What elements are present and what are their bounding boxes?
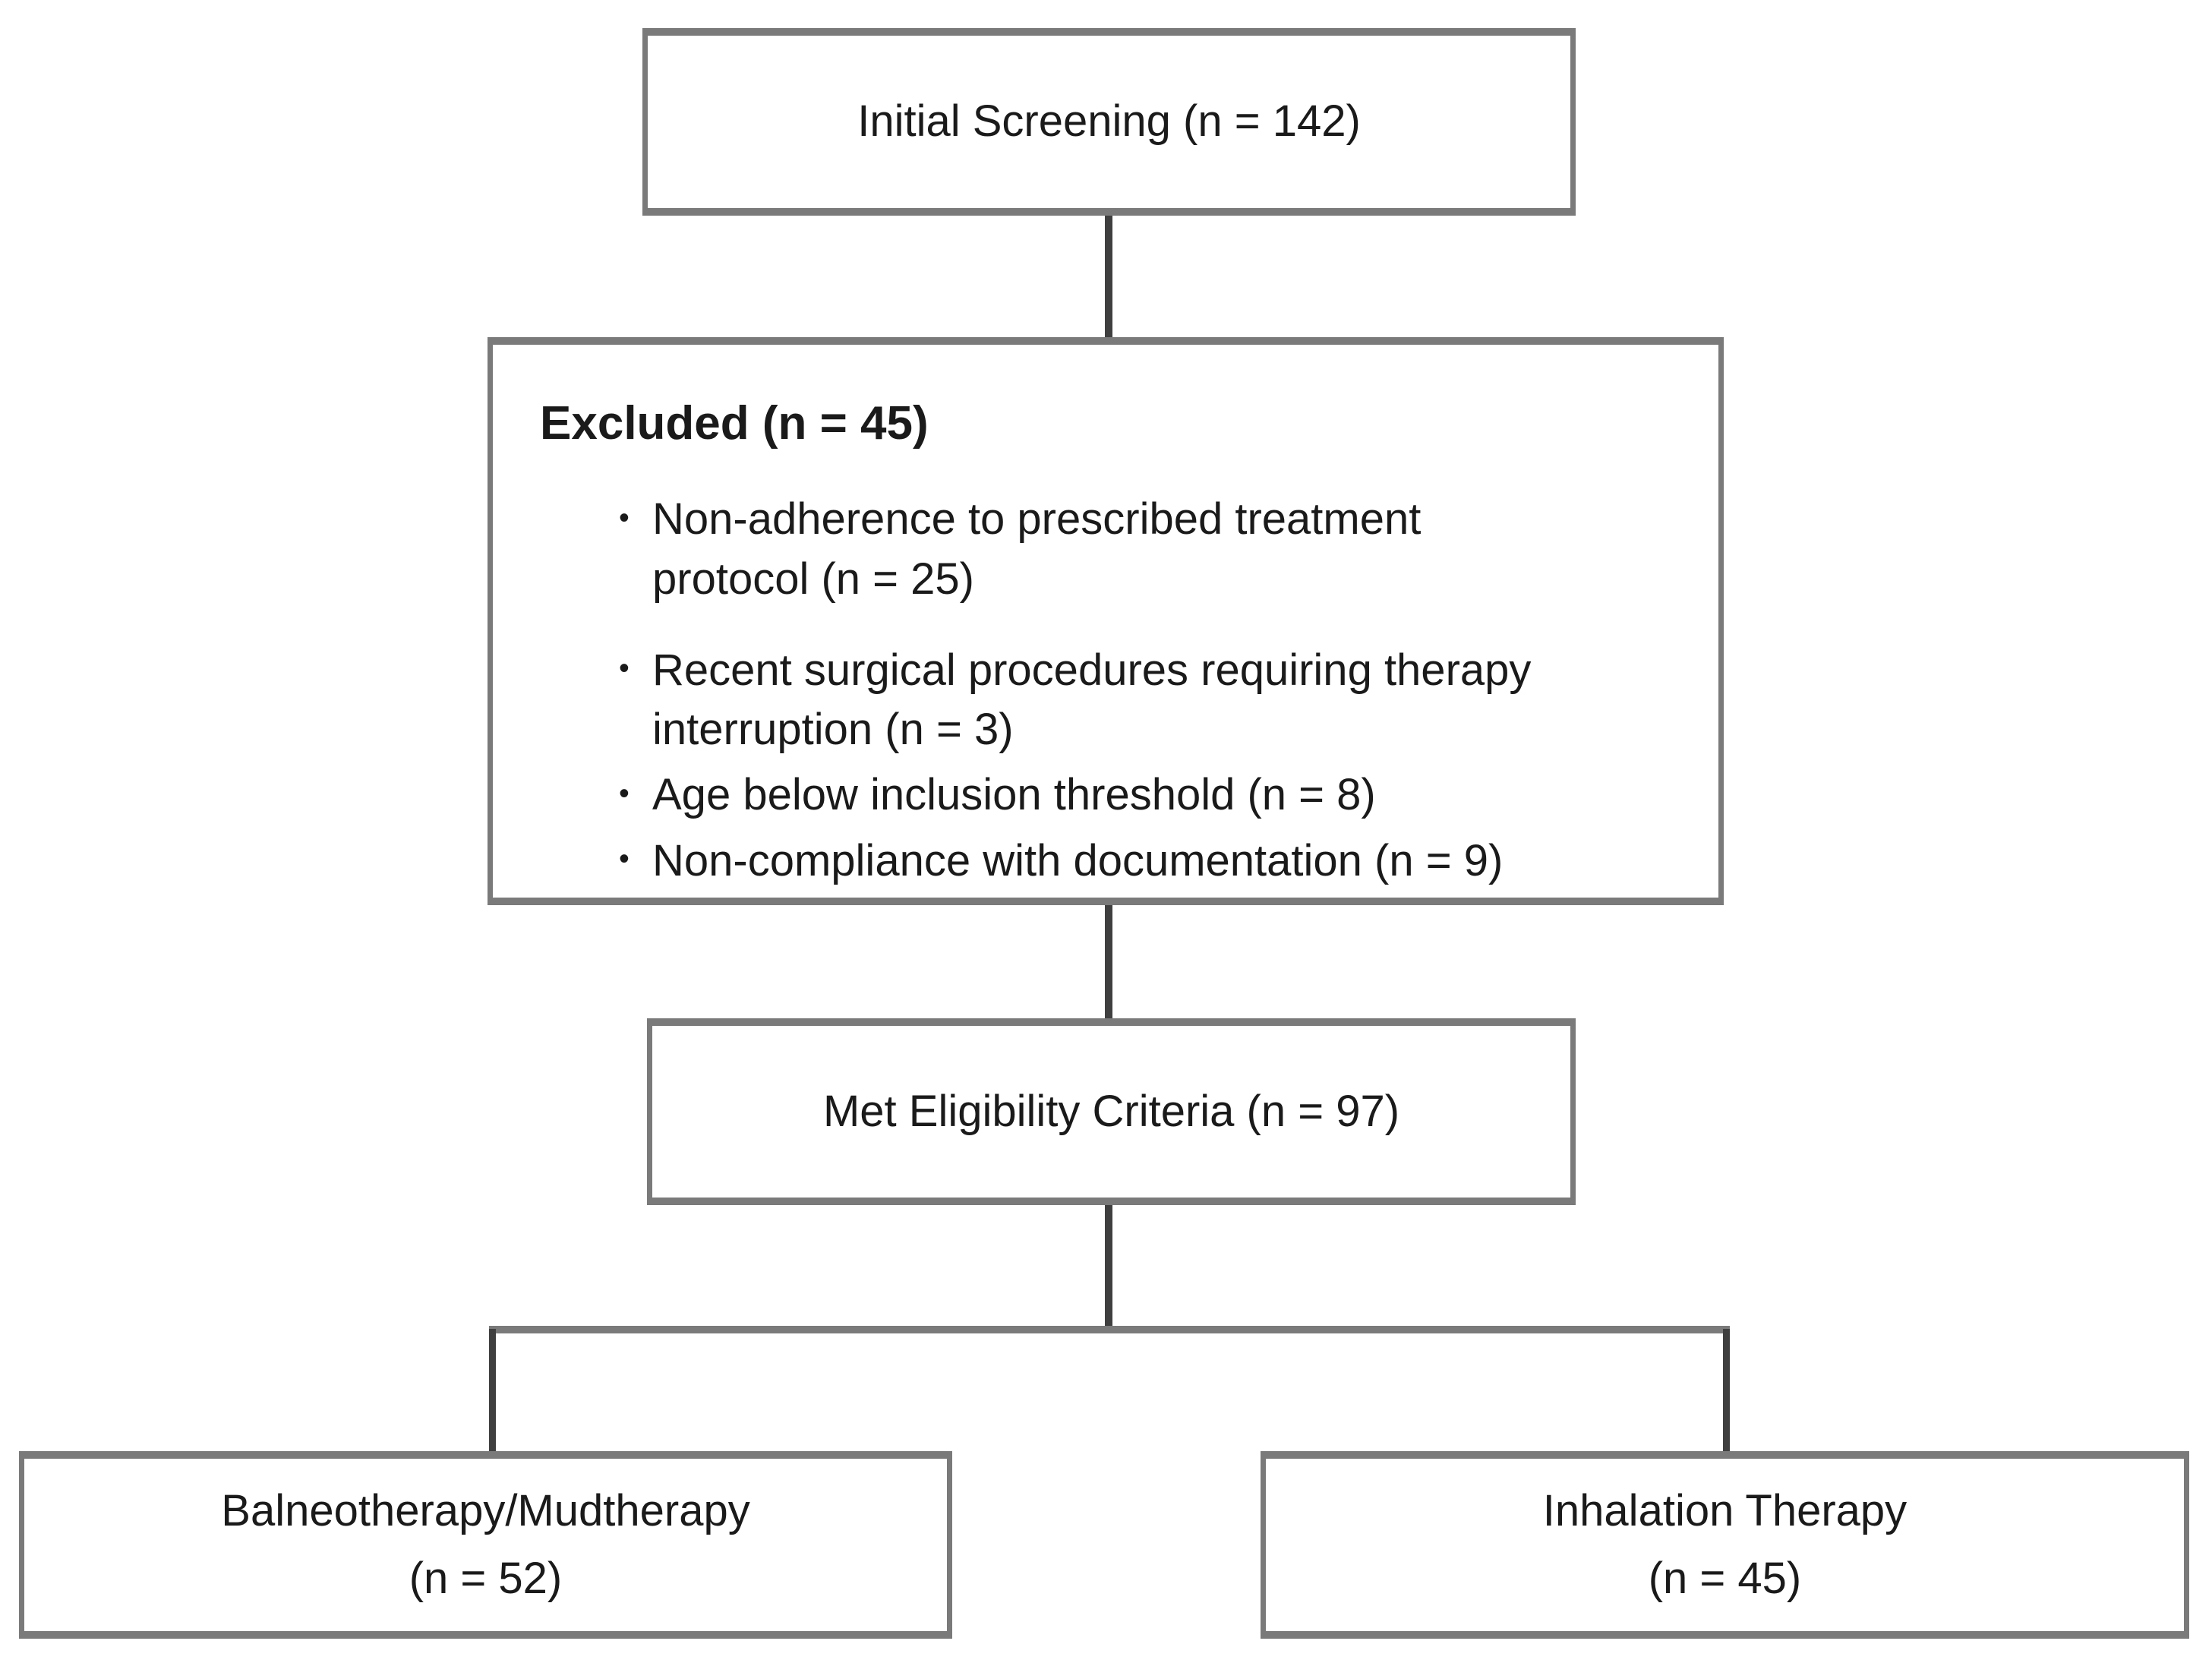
branch-bar	[489, 1326, 1730, 1333]
excluded-box: Excluded (n = 45) Non-adherence to presc…	[488, 337, 1724, 905]
excluded-heading: Excluded (n = 45)	[540, 397, 929, 450]
eligibility-box: Met Eligibility Criteria (n = 97)	[647, 1018, 1576, 1205]
exclusion-reason-item: Non-compliance with documentation (n = 9…	[617, 832, 1556, 891]
connector-excluded-to-eligibility	[1105, 905, 1112, 1018]
connector-eligibility-to-branch	[1105, 1205, 1112, 1329]
balneotherapy-arm-box: Balneotherapy/Mudtherapy (n = 52)	[19, 1451, 952, 1639]
branch-drop-left	[489, 1329, 496, 1451]
exclusion-reason-item: Non-adherence to prescribed treatment pr…	[617, 490, 1556, 609]
balneotherapy-arm-count: (n = 52)	[409, 1553, 563, 1603]
inhalation-arm-count: (n = 45)	[1648, 1553, 1802, 1603]
exclusion-reason-item: Age below inclusion threshold (n = 8)	[617, 765, 1556, 825]
connector-initial-to-excluded	[1105, 216, 1112, 337]
inhalation-arm-label: Inhalation Therapy	[1542, 1486, 1907, 1535]
exclusion-reason-item: Recent surgical procedures requiring the…	[617, 641, 1556, 760]
exclusion-reason-list: Non-adherence to prescribed treatment pr…	[617, 490, 1559, 891]
inhalation-arm-box: Inhalation Therapy (n = 45)	[1261, 1451, 2189, 1639]
balneotherapy-arm-label: Balneotherapy/Mudtherapy	[221, 1486, 750, 1535]
balneotherapy-arm-text: Balneotherapy/Mudtherapy (n = 52)	[221, 1484, 749, 1606]
initial-screening-box: Initial Screening (n = 142)	[642, 28, 1576, 216]
inhalation-arm-text: Inhalation Therapy (n = 45)	[1543, 1484, 1907, 1606]
eligibility-label: Met Eligibility Criteria (n = 97)	[822, 1086, 1400, 1136]
initial-screening-label: Initial Screening (n = 142)	[857, 96, 1361, 147]
branch-drop-right	[1723, 1329, 1730, 1451]
